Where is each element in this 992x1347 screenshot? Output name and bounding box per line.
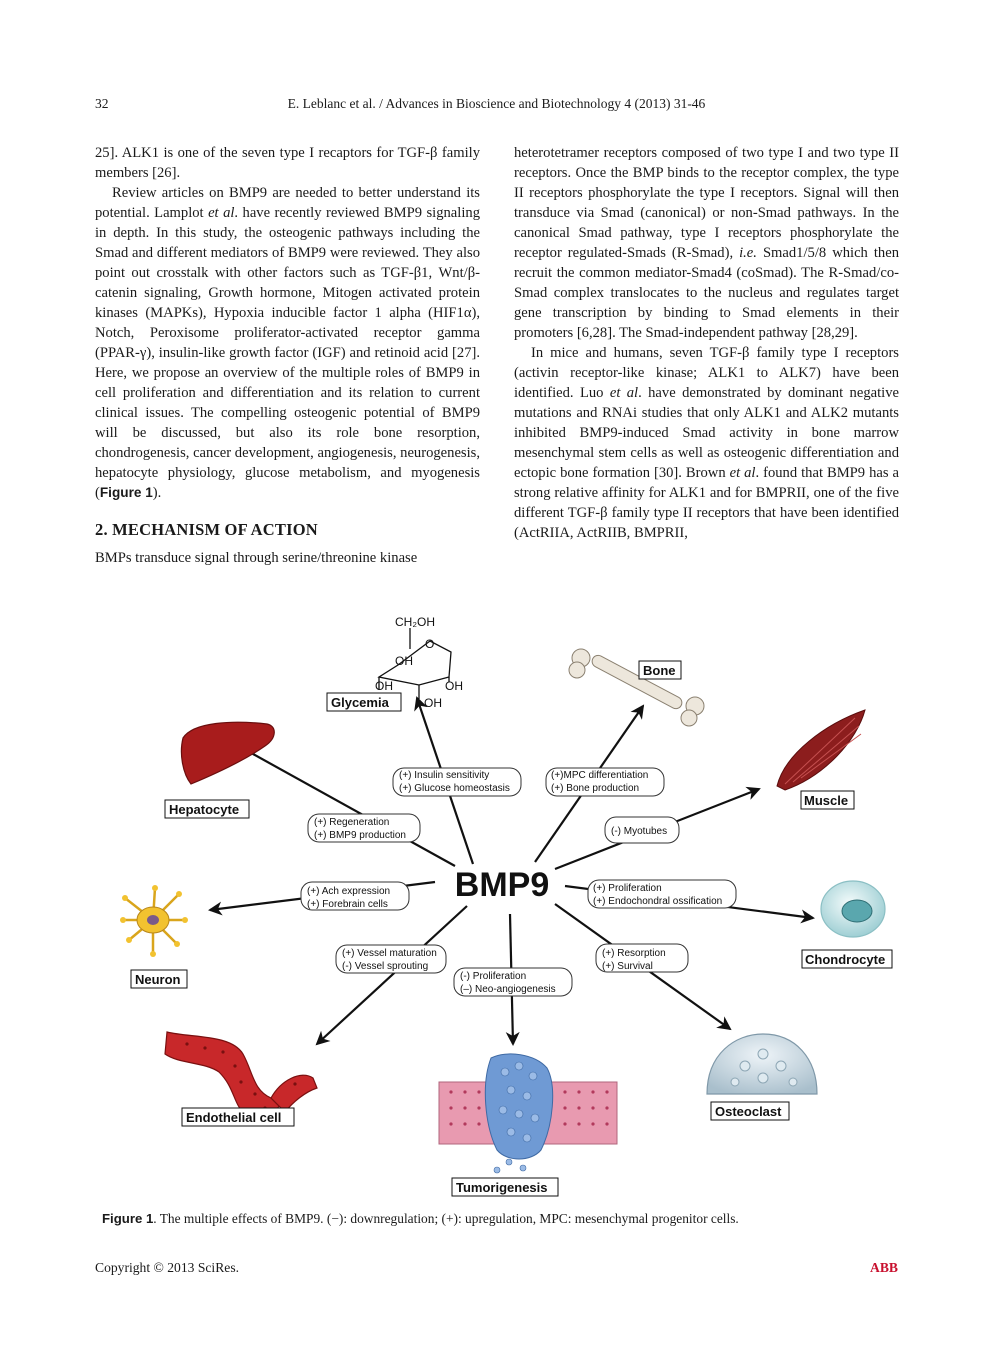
ie: i.e. [739, 245, 757, 261]
caption-text: . The multiple effects of BMP9. (−): dow… [153, 1211, 739, 1226]
label-osteoclast: Osteoclast [715, 1104, 782, 1119]
effect-text: (+) Insulin sensitivity [399, 770, 489, 781]
paragraph: 25]. ALK1 is one of the seven type I rec… [95, 145, 480, 181]
right-column: heterotetramer receptors composed of two… [514, 143, 899, 543]
text-run: ). [152, 485, 162, 501]
effect-box-neuron [300, 881, 410, 911]
paragraph: BMPs transduce signal through serine/thr… [95, 550, 418, 566]
chem-ring-o: O [425, 637, 434, 651]
label-muscle: Muscle [804, 793, 848, 808]
page-number: 32 [95, 96, 109, 111]
label-chondrocyte: Chondrocyte [805, 952, 885, 967]
text-run: In mice and humans, seven TGF-β family t… [514, 345, 899, 401]
glucose-structure-icon [377, 628, 452, 699]
label-bone: Bone [643, 663, 676, 678]
text-run: . have demonstrated by dominant negative… [514, 385, 899, 481]
neuron-icon [120, 885, 188, 957]
paragraph: In mice and humans, seven TGF-β family t… [514, 343, 899, 543]
chem-oh: OH [424, 696, 442, 710]
left-column: 25]. ALK1 is one of the seven type I rec… [95, 143, 480, 568]
effect-box-muscle [604, 816, 680, 844]
caption-label: Figure 1 [102, 1211, 154, 1226]
text-run: heterotetramer receptors composed of two… [514, 145, 899, 261]
text-run: Smad1/5/8 which then recruit the common … [514, 245, 899, 341]
text-run: Review articles on BMP9 are needed to be… [95, 185, 480, 221]
effect-boxes: (+) Insulin sensitivity (+) Glucose home… [300, 767, 737, 997]
et-al: et al [208, 205, 235, 221]
label-tumorigenesis: Tumorigenesis [456, 1180, 548, 1195]
et-al: et al [729, 465, 756, 481]
bone-icon [568, 648, 705, 727]
muscle-fiber-icon [784, 717, 862, 785]
chem-ch2oh: CH₂OH [395, 615, 435, 629]
effect-text: (+) Ach expression [307, 886, 390, 897]
effect-text: (–) Neo-angiogenesis [460, 984, 556, 995]
label-glycemia: Glycemia [331, 695, 390, 710]
effect-text: (+) Survival [602, 961, 653, 972]
effect-box-chondrocyte [587, 879, 737, 909]
label-endothelial-cell: Endothelial cell [186, 1110, 281, 1125]
paragraph: heterotetramer receptors composed of two… [514, 143, 899, 343]
figure-caption: Figure 1. The multiple effects of BMP9. … [102, 1211, 892, 1227]
bmp9-center-label: BMP9 [455, 866, 549, 904]
osteoclast-icon [706, 1033, 818, 1095]
effect-text: (+) Bone production [551, 783, 639, 794]
chem-oh: OH [375, 679, 393, 693]
effect-box-hepatocyte [307, 813, 421, 843]
effect-text: (+) Regeneration [314, 817, 389, 828]
section-heading: 2. MECHANISM OF ACTION [95, 520, 318, 539]
chem-oh: OH [445, 679, 463, 693]
chem-oh: OH [395, 654, 413, 668]
journal-abbreviation: ABB [870, 1260, 898, 1275]
effect-box-bone [545, 767, 665, 797]
running-title: E. Leblanc et al. / Advances in Bioscien… [287, 96, 706, 111]
effect-text: (-) Myotubes [611, 826, 667, 837]
figure-1: BMP9 CH₂OH O OH OH OH OH [95, 614, 898, 1200]
effect-text: (+) Endochondral ossification [593, 896, 722, 907]
effect-box-endothelial [335, 944, 447, 974]
text-run: . have recently reviewed BMP9 signaling … [95, 205, 480, 501]
arrow-hepatocyte [215, 733, 456, 867]
copyright: Copyright © 2013 SciRes. [95, 1260, 240, 1275]
effect-text: (+) Proliferation [593, 883, 662, 894]
effect-box-osteoclast [595, 943, 689, 973]
text-run: . found that BMP9 has a strong relative … [514, 465, 899, 541]
effect-text: (+) Forebrain cells [307, 899, 388, 910]
figure-diagram: BMP9 CH₂OH O OH OH OH OH [120, 615, 893, 1197]
blood-vessel-icon [164, 1031, 318, 1120]
effect-text: (+) BMP9 production [314, 830, 406, 841]
tumorigenesis-icon [438, 1053, 618, 1174]
label-hepatocyte: Hepatocyte [169, 802, 239, 817]
chondrocyte-icon [820, 880, 886, 938]
effect-text: (+) Glucose homeostasis [399, 783, 510, 794]
effect-box-tumorigenesis [453, 967, 573, 997]
running-header: 32 E. Leblanc et al. / Advances in Biosc… [95, 96, 898, 114]
figure-reference-link[interactable]: Figure 1 [99, 485, 153, 500]
effect-text: (+) Resorption [602, 948, 666, 959]
cell-labels: Glycemia Bone Muscle Chondrocyte Osteocl… [130, 660, 893, 1197]
effect-text: (+) Vessel maturation [342, 948, 437, 959]
liver-icon [180, 721, 275, 785]
paragraph: Review articles on BMP9 are needed to be… [95, 183, 480, 503]
effect-box-glycemia [392, 767, 522, 797]
arrow-endothelial [315, 905, 468, 1046]
effect-text: (-) Vessel sprouting [342, 961, 428, 972]
et-al: et al [609, 385, 639, 401]
label-neuron: Neuron [135, 972, 181, 987]
effect-text: (+)MPC differentiation [551, 770, 648, 781]
effect-text: (-) Proliferation [460, 971, 526, 982]
